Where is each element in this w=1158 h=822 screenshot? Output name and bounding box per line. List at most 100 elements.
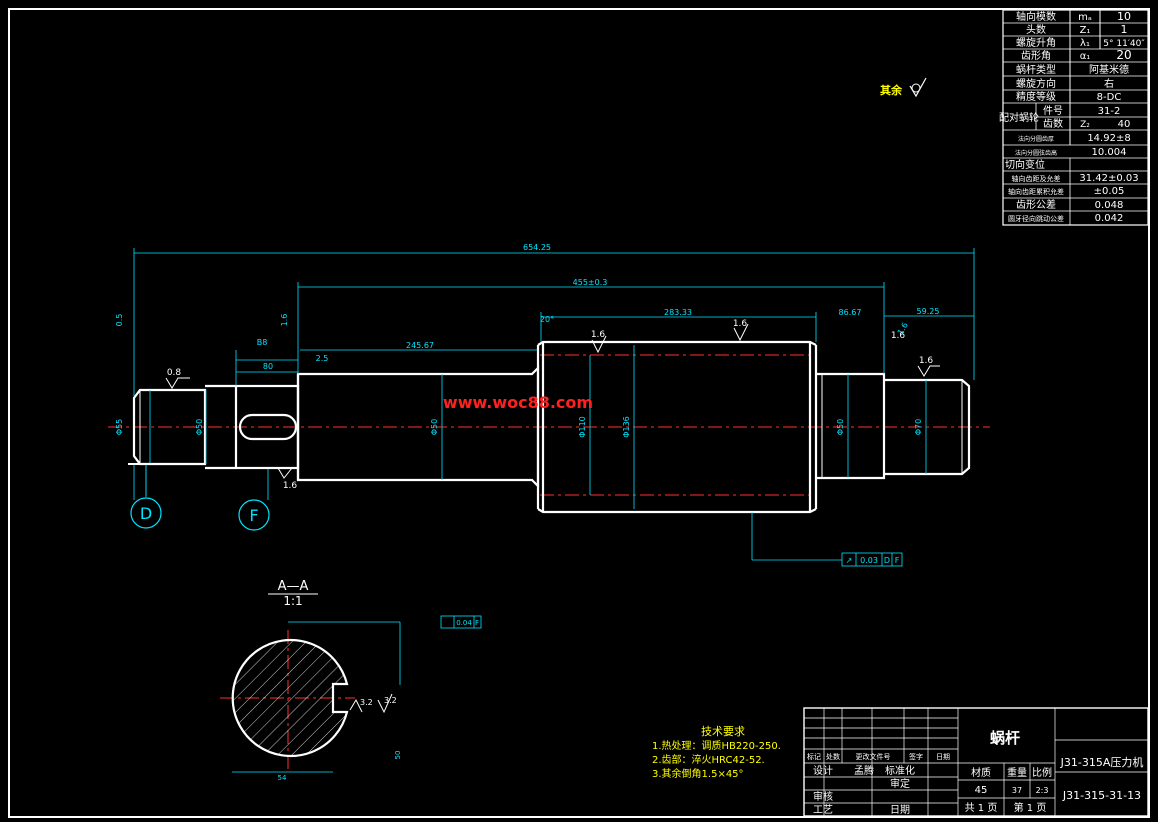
- tolerance-value: 0.03: [860, 556, 878, 565]
- tech-req-line-3: 3.其余倒角1.5×45°: [652, 767, 744, 780]
- dim-keyway-len: 80: [263, 362, 273, 371]
- roughness-rest-label: 其余: [880, 83, 903, 97]
- datum-d: D: [128, 463, 168, 529]
- param-label-3: 齿形角: [1021, 50, 1051, 62]
- title-drawing-no: J31-315-31-13: [1062, 789, 1141, 802]
- drawing-border: [8, 8, 1150, 818]
- section-aa: A—A 1:1 0.04 F 3.2 3.2 54 50: [231, 579, 482, 782]
- ra-16a: 1.6: [591, 330, 606, 340]
- param-sym-3: α₁: [1080, 51, 1091, 62]
- param-sym-1: Z₁: [1080, 25, 1091, 36]
- rev-h-3: 签字: [909, 752, 923, 761]
- dim-angle: 20°: [540, 315, 554, 324]
- dim-groove: 2.5: [316, 354, 329, 363]
- ra-16e: 1.6: [891, 331, 906, 341]
- param-label-12: 轴向齿距及允差: [1012, 174, 1061, 183]
- dim-small1: 1.6: [280, 314, 289, 327]
- param-label-9: 法向分圆齿厚: [1018, 135, 1054, 143]
- roughness-values: 0.8 1.6 1.6 1.6 1.6 1.6: [167, 319, 934, 491]
- dim-span: 455±0.3: [573, 278, 608, 287]
- param-label-10: 法向分圆弦齿高: [1015, 149, 1057, 157]
- worm-shaft: [132, 340, 971, 514]
- title-date: 日期: [890, 804, 910, 816]
- dim-mid-length: 245.67: [406, 341, 434, 350]
- param-label-5: 螺旋方向: [1016, 77, 1056, 90]
- tolerance-frame: ↗ 0.03 D F: [841, 552, 903, 567]
- dim-left-dia: Φ55: [115, 419, 124, 435]
- dim-overall: 654.25: [523, 243, 551, 252]
- section-dim-depth: 50: [394, 751, 402, 760]
- param-label-7: 件号: [1043, 105, 1063, 117]
- title-process: 工艺: [813, 804, 833, 816]
- dim-shoulder: 86.67: [839, 308, 862, 317]
- tech-req-line-2: 2.齿部：淬火HRC42-52.: [652, 753, 765, 766]
- param-value-8: 40: [1118, 119, 1131, 130]
- param-label-8: 齿数: [1043, 117, 1063, 130]
- dim-right-end: 59.25: [917, 307, 940, 316]
- title-material: 45: [975, 785, 988, 796]
- title-part-name: 蜗杆: [990, 729, 1020, 747]
- param-label-13: 轴向齿距累积允差: [1008, 187, 1064, 196]
- parameter-table: 轴向模数 mₐ 10 头数 Z₁ 1 螺旋升角 λ₁ 5° 11′40″ 齿形角…: [999, 9, 1149, 226]
- svg-text:↗: ↗: [846, 556, 853, 565]
- dim-left-tol: 0.5: [115, 314, 124, 327]
- title-scale: 2:3: [1036, 786, 1049, 795]
- rev-h-2: 更改文件号: [856, 752, 891, 761]
- param-value-0: 10: [1117, 10, 1131, 23]
- section-frame-ref: F: [475, 619, 479, 627]
- dim-dia3: Φ136: [622, 416, 631, 438]
- param-sym-2: λ₁: [1080, 38, 1090, 49]
- ra-16d: 1.6: [283, 481, 298, 491]
- dim-key-width: B8: [257, 338, 268, 347]
- watermark-text: www.woc88.com: [443, 393, 593, 412]
- dim-dia1: Φ50: [430, 419, 439, 435]
- param-label-15: 圆牙径向跳动公差: [1008, 214, 1064, 223]
- title-designer: 孟腾: [854, 764, 874, 777]
- param-sym-8: Z₂: [1080, 120, 1090, 130]
- title-weight-label: 重量: [1007, 766, 1027, 779]
- param-label-6: 精度等级: [1016, 90, 1056, 103]
- title-material-label: 材质: [971, 766, 991, 779]
- param-value-5: 右: [1104, 77, 1114, 90]
- ra-16b: 1.6: [733, 319, 748, 329]
- param-value-4: 阿基米德: [1089, 63, 1129, 76]
- title-total-sheets: 共 1 页: [965, 802, 998, 814]
- title-check: 审核: [813, 790, 833, 803]
- title-approve: 审定: [890, 777, 910, 790]
- roughness-rest-note: 其余: [880, 77, 927, 98]
- title-scale-label: 比例: [1032, 766, 1052, 779]
- param-value-3: 20: [1116, 48, 1131, 62]
- tech-req-line-1: 1.热处理：调质HB220-250.: [652, 739, 781, 752]
- title-block: 标记 处数 更改文件号 签字 日期 设计 孟腾 标准化 审定 审核 工艺 日期 …: [803, 707, 1149, 817]
- param-value-2: 5° 11′40″: [1103, 39, 1145, 49]
- tech-requirements: 技术要求 1.热处理：调质HB220-250. 2.齿部：淬火HRC42-52.…: [652, 725, 781, 780]
- param-value-14: 0.048: [1095, 200, 1124, 211]
- section-ra2: 3.2: [384, 696, 397, 705]
- datum-f: F: [236, 467, 298, 531]
- roughness-symbols: [165, 323, 940, 479]
- ra-08: 0.8: [167, 368, 182, 378]
- param-sym-0: mₐ: [1078, 12, 1092, 23]
- param-label-0: 轴向模数: [1016, 10, 1056, 23]
- tolerance-ref1: D: [884, 556, 890, 565]
- param-label-11: 切向变位: [1005, 158, 1045, 171]
- rev-h-1: 处数: [826, 752, 840, 761]
- param-value-15: 0.042: [1095, 213, 1124, 224]
- title-design-label: 设计: [813, 764, 833, 777]
- dim-dia2: Φ110: [578, 416, 587, 438]
- param-value-9: 14.92±8: [1087, 133, 1130, 144]
- tech-req-title: 技术要求: [701, 725, 745, 738]
- ra-16c: 1.6: [919, 356, 934, 366]
- dim-dia5: Φ70: [914, 419, 923, 435]
- section-dim-width: 54: [278, 774, 287, 782]
- param-value-6: 8-DC: [1097, 92, 1122, 103]
- rev-h-0: 标记: [807, 752, 821, 761]
- param-value-10: 10.004: [1092, 147, 1127, 158]
- datum-f-label: F: [249, 506, 258, 525]
- dim-key-dia: Φ50: [195, 419, 204, 435]
- tolerance-ref2: F: [895, 556, 900, 565]
- dimension-texts: 654.25 455±0.3 59.25 245.67 283.33 86.67…: [115, 243, 939, 438]
- param-value-1: 1: [1121, 23, 1128, 36]
- param-label-4: 蜗杆类型: [1016, 63, 1056, 76]
